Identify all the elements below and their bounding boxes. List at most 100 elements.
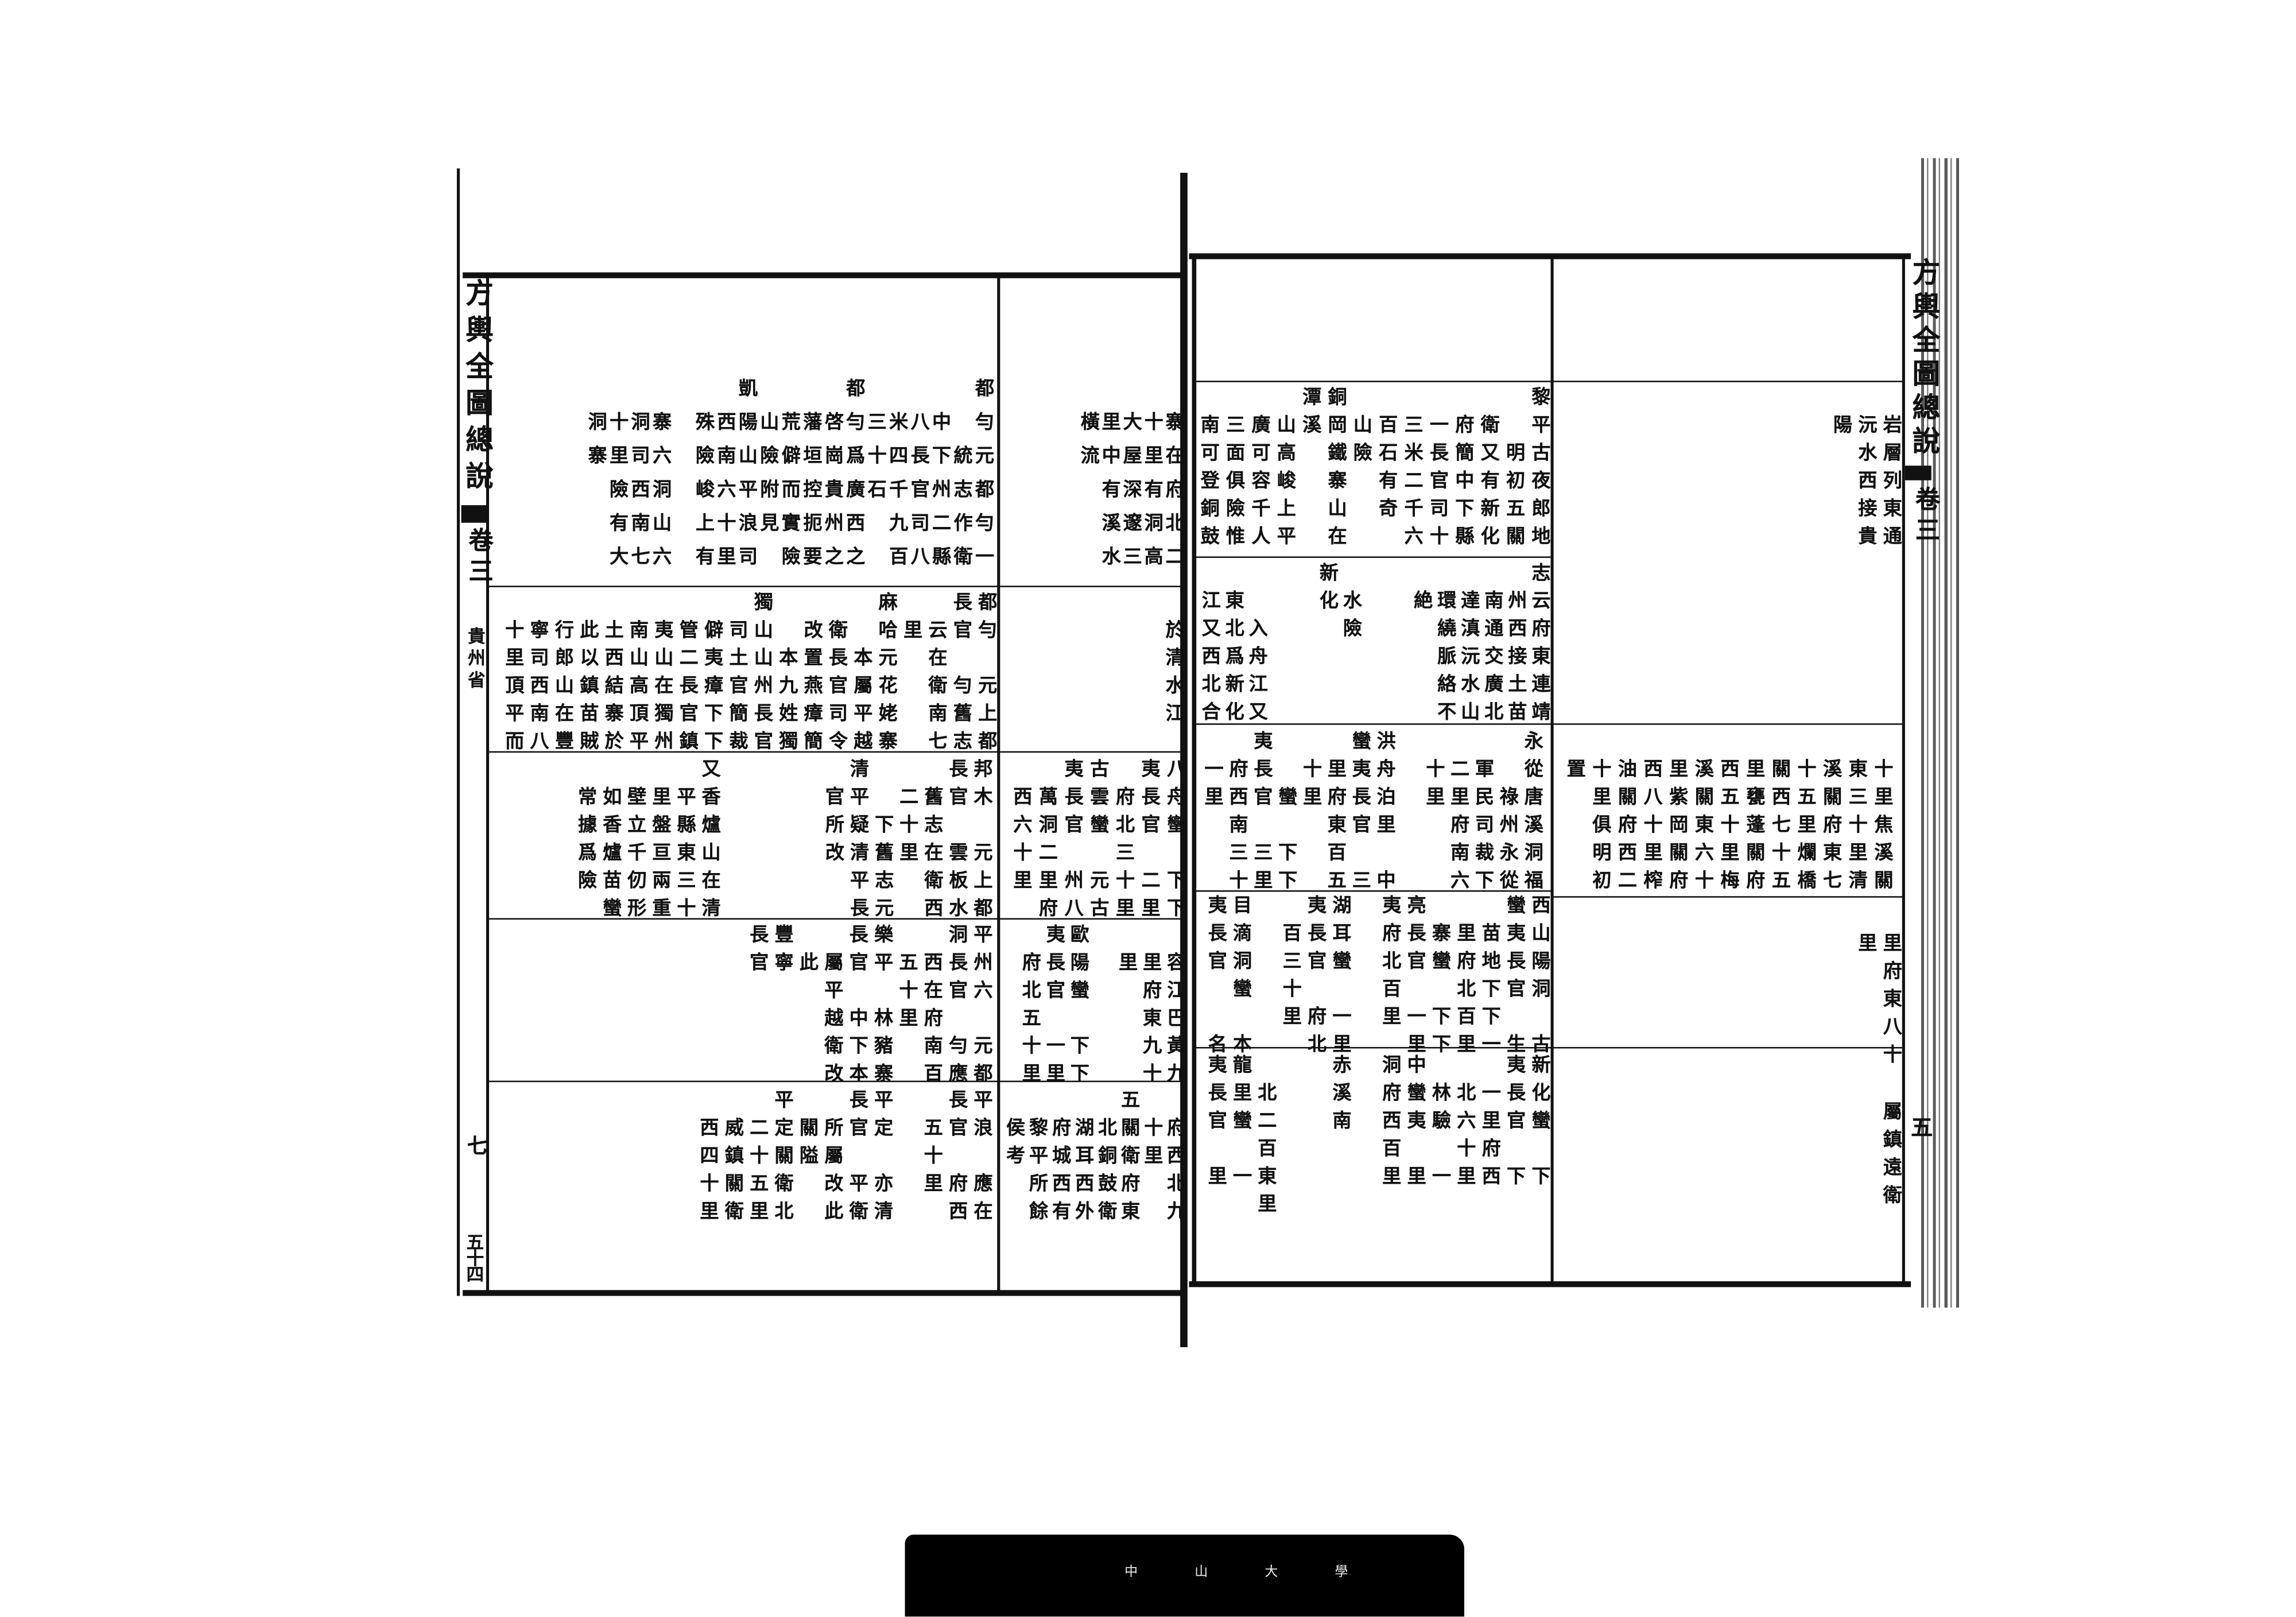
text-column: 西南六十里 [712, 378, 735, 580]
text-column: 里 [1853, 905, 1876, 961]
text-column: 黎平古夜郎地 [1527, 386, 1549, 554]
text-column: 所屬改此 [820, 1089, 842, 1229]
text-column: 祿州永從 [1495, 730, 1518, 898]
text-column: 洞長官 勻應 [944, 924, 967, 1091]
text-column: 本屬平越 [849, 591, 871, 759]
frame-left [486, 275, 490, 1293]
text-column: 五十里 [894, 924, 917, 1091]
text-column: 入舟江又 [1244, 562, 1267, 730]
text-column: 府北五十里 [1017, 924, 1040, 1091]
text-column: 新化 [1315, 562, 1337, 618]
text-column: 大屋深邃三 [1118, 378, 1141, 580]
text-column: 東三十里清 [1844, 730, 1867, 898]
text-column: 廣可容千人 [1247, 386, 1269, 554]
text-column: 夷長官 州八 [1060, 758, 1083, 926]
entry-cell-qingping: 邦木 元上都長官 雲板水 舊志在衛西 二十里 下舊志元清平疑清平長 官所改 又香… [487, 751, 998, 925]
text-column: 西八十里榨 [1639, 730, 1662, 898]
text-column: 五十里 [920, 1089, 942, 1229]
text-column: 府北三十里 [1111, 758, 1134, 926]
text-column: 洞府西百里 [1378, 1054, 1400, 1194]
volume-label: 卷三 [463, 527, 492, 589]
entry-cell-maha-dushan: 都勻 元上都長官 勻舊志 云在衛南七 里 麻哈元花姥寨 本屬平越 衛長官司令 改… [487, 585, 998, 759]
text-column: 永從唐溪洞福 [1519, 730, 1542, 898]
text-column: 絶 [1409, 562, 1432, 618]
text-column: 西五十里梅 [1716, 730, 1739, 898]
text-column: 長官 平衛 [844, 1089, 867, 1229]
text-column: 管二長官鎮 [675, 591, 697, 759]
text-column: 平定 亦清 [870, 1089, 892, 1229]
text-column: 十里 [1139, 1089, 1162, 1229]
text-column: 下舊志元 [870, 758, 893, 926]
frame-bottom [1189, 1281, 1911, 1288]
text-column: 夷長官 一里 [1042, 924, 1064, 1091]
text-column: 十里俱明初 [1588, 730, 1610, 898]
text-column: 行郎山在豐 [550, 591, 573, 759]
text-column: 山高峻上平 [1273, 386, 1295, 554]
margin-mark: 七 [464, 1135, 488, 1155]
column-divider [1550, 256, 1553, 1285]
text-column: 府西北九 [1162, 1089, 1185, 1229]
text-column: 溪關府東七 [1818, 730, 1841, 898]
text-column: 夷府北百里 [1378, 894, 1400, 1062]
entry-cell-zhenyuan-river: 岩層列東通 沅水西接貴 陽 [1552, 381, 1903, 723]
text-column: 洪舟泊里 中 [1372, 730, 1395, 898]
text-column: 橫流 [1076, 378, 1099, 479]
gutter-line [1180, 173, 1188, 1347]
text-column: 里盤亘兩重 [647, 758, 670, 926]
library-label-text: 中 山 大 學 [1124, 1565, 1375, 1580]
text-column: 夷長官 二里 [1137, 758, 1159, 926]
text-column: 長官 府西 [944, 1089, 967, 1229]
text-column: 里甕蓬關府 [1742, 730, 1764, 898]
text-column: 米四千九百 [885, 378, 907, 580]
text-column: 云在衛南七 [924, 591, 946, 759]
text-column: 衛又有新化 [1476, 386, 1499, 554]
text-column: 五關衛府東 [1116, 1089, 1139, 1229]
text-column: 八長官司八 [906, 378, 929, 580]
text-column: 十里頂平而 [501, 591, 523, 759]
text-column: 一里 [1200, 730, 1223, 898]
text-column: 林驗 一 [1428, 1054, 1450, 1194]
text-column: 府西南三十 [1224, 730, 1247, 898]
frame-top [463, 272, 1184, 278]
text-column: 十里有洞高 [1139, 378, 1162, 580]
text-column: 里府東九十 [1138, 924, 1161, 1091]
text-column: 長官 勻舊志 [949, 591, 971, 759]
text-column: 油關府西二 [1614, 730, 1636, 898]
text-column: 本九姓獨 [774, 591, 797, 759]
entry-cell-liping-tongtan: 黎平古夜郎地 明初五關 衛又有新化 府簡中下縣 一長官司十 三米二千六 百石有奇… [1193, 381, 1552, 556]
text-column: 豐寧 [770, 924, 793, 980]
book-title: 方輿全圖總說 [1907, 257, 1941, 460]
text-column: 百三十里 [1278, 894, 1301, 1034]
text-column: 里府東八十 [1878, 905, 1901, 1072]
frame-right [1902, 256, 1905, 1285]
text-column: 屬鎮遠衛 [1878, 1073, 1901, 1213]
text-column: 蠻夷長官 生 [1502, 894, 1525, 1062]
text-column: 銅岡鐵寨山在 [1323, 386, 1346, 554]
text-column: 志云府東連靖 [1527, 562, 1549, 730]
text-column: 都勻 元上都 [974, 591, 996, 759]
entry-cell-passes: 十里焦溪關 東三十里清 溪關府東七 十五里爛橋 關西七十五 里甕蓬關府 西五十里… [1552, 723, 1903, 898]
fishtail-mark [461, 505, 488, 523]
text-column: 屬平越衛改 [820, 924, 842, 1091]
text-column: 蠻 下下 [1274, 730, 1296, 898]
text-column: 東北爲新化 [1220, 562, 1243, 730]
province-label: 貴州省 [466, 626, 486, 693]
text-column: 北六十里 [1452, 1054, 1475, 1194]
text-column: 啓崗貴州之 [820, 378, 843, 580]
text-column: 夷長官 府北 [1303, 894, 1325, 1062]
text-column: 邦木 元上都 [969, 758, 992, 926]
text-column: 古雲蠻 元古 [1085, 758, 1108, 926]
text-column: 西山陽洞 古 [1527, 894, 1549, 1062]
text-column: 侯考 [1002, 1089, 1024, 1229]
text-column: 於清水江 [1161, 591, 1184, 731]
library-label-bar: 中 山 大 學 [905, 1534, 1464, 1617]
text-column: 西四十里 [695, 1089, 718, 1229]
text-column: 十里險有大 [605, 378, 627, 580]
text-column: 舊志在衛西 [920, 758, 942, 926]
text-column: 西在府南百 [920, 924, 942, 1091]
text-column: 十里 [1421, 730, 1444, 898]
frame-top [1189, 253, 1911, 259]
text-column: 南可登銅鼓 [1196, 386, 1219, 554]
entry-cell-continuation: 寨在府北二 十里有洞高 大屋深邃三 里中有溪水 橫流 [999, 276, 1183, 586]
text-column: 藩垣控扼要 [798, 378, 821, 580]
